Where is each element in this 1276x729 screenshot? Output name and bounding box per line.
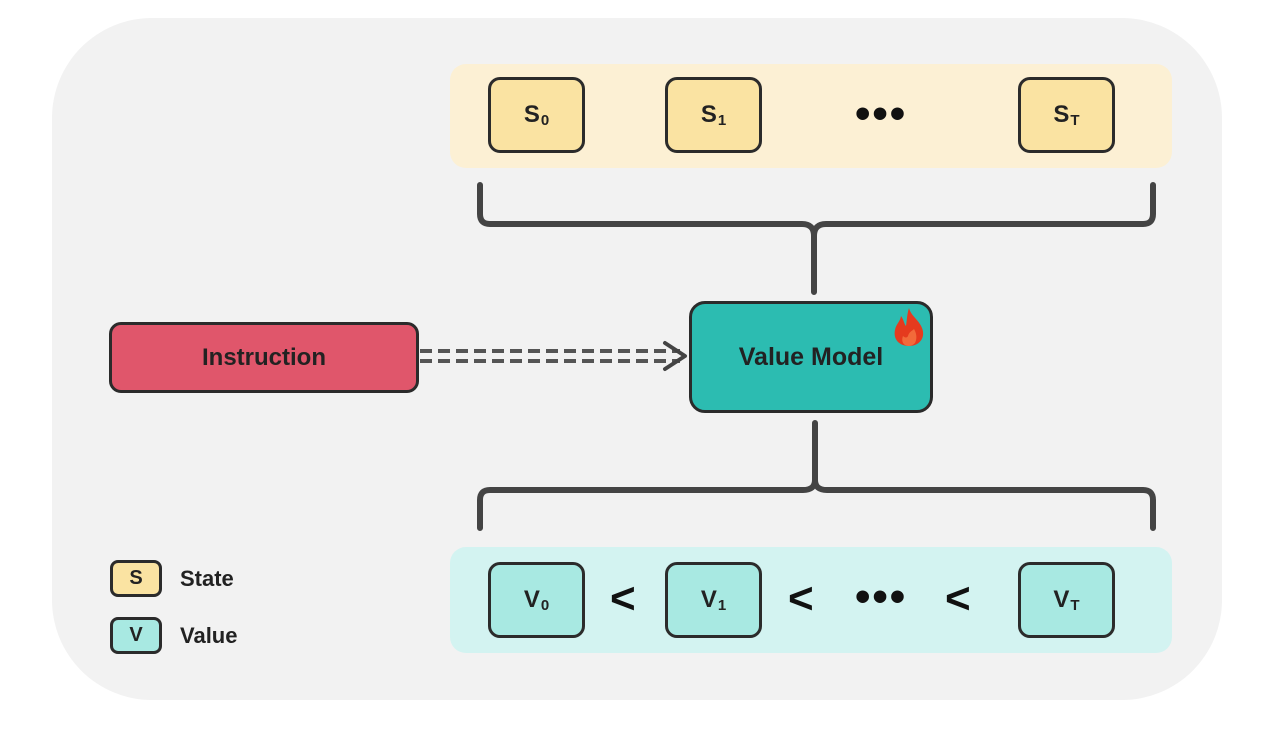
value-subscript: T xyxy=(1070,596,1080,614)
value-symbol: V xyxy=(700,586,717,613)
legend-state-swatch: S xyxy=(110,560,162,597)
flame-icon xyxy=(894,308,924,346)
arrow-head xyxy=(663,341,687,371)
state-symbol: S xyxy=(1053,101,1070,128)
values-brace xyxy=(477,420,1156,531)
legend-state-label: State xyxy=(180,566,234,591)
value-subscript: 1 xyxy=(717,596,727,614)
value-symbol: V xyxy=(523,586,540,613)
state-subscript: T xyxy=(1070,111,1080,129)
state-symbol: S xyxy=(700,101,717,128)
legend-value-label: Value xyxy=(180,623,238,648)
instruction-box: Instruction xyxy=(109,322,419,393)
less-than-1: < xyxy=(610,574,636,623)
less-than-3: < xyxy=(945,574,971,623)
states-brace xyxy=(477,182,1156,295)
state-subscript: 1 xyxy=(717,111,727,129)
states-ellipsis: ••• xyxy=(855,89,908,138)
instruction-label: Instruction xyxy=(202,343,326,371)
value-model-box: Value Model xyxy=(689,301,933,413)
legend-value-swatch: V xyxy=(110,617,162,654)
values-ellipsis: ••• xyxy=(855,572,908,621)
less-than-2: < xyxy=(788,574,814,623)
value-model-label: Value Model xyxy=(738,342,884,371)
value-symbol: V xyxy=(1053,586,1070,613)
state-subscript: 0 xyxy=(540,111,550,129)
state-symbol: S xyxy=(523,101,540,128)
value-subscript: 0 xyxy=(540,596,550,614)
